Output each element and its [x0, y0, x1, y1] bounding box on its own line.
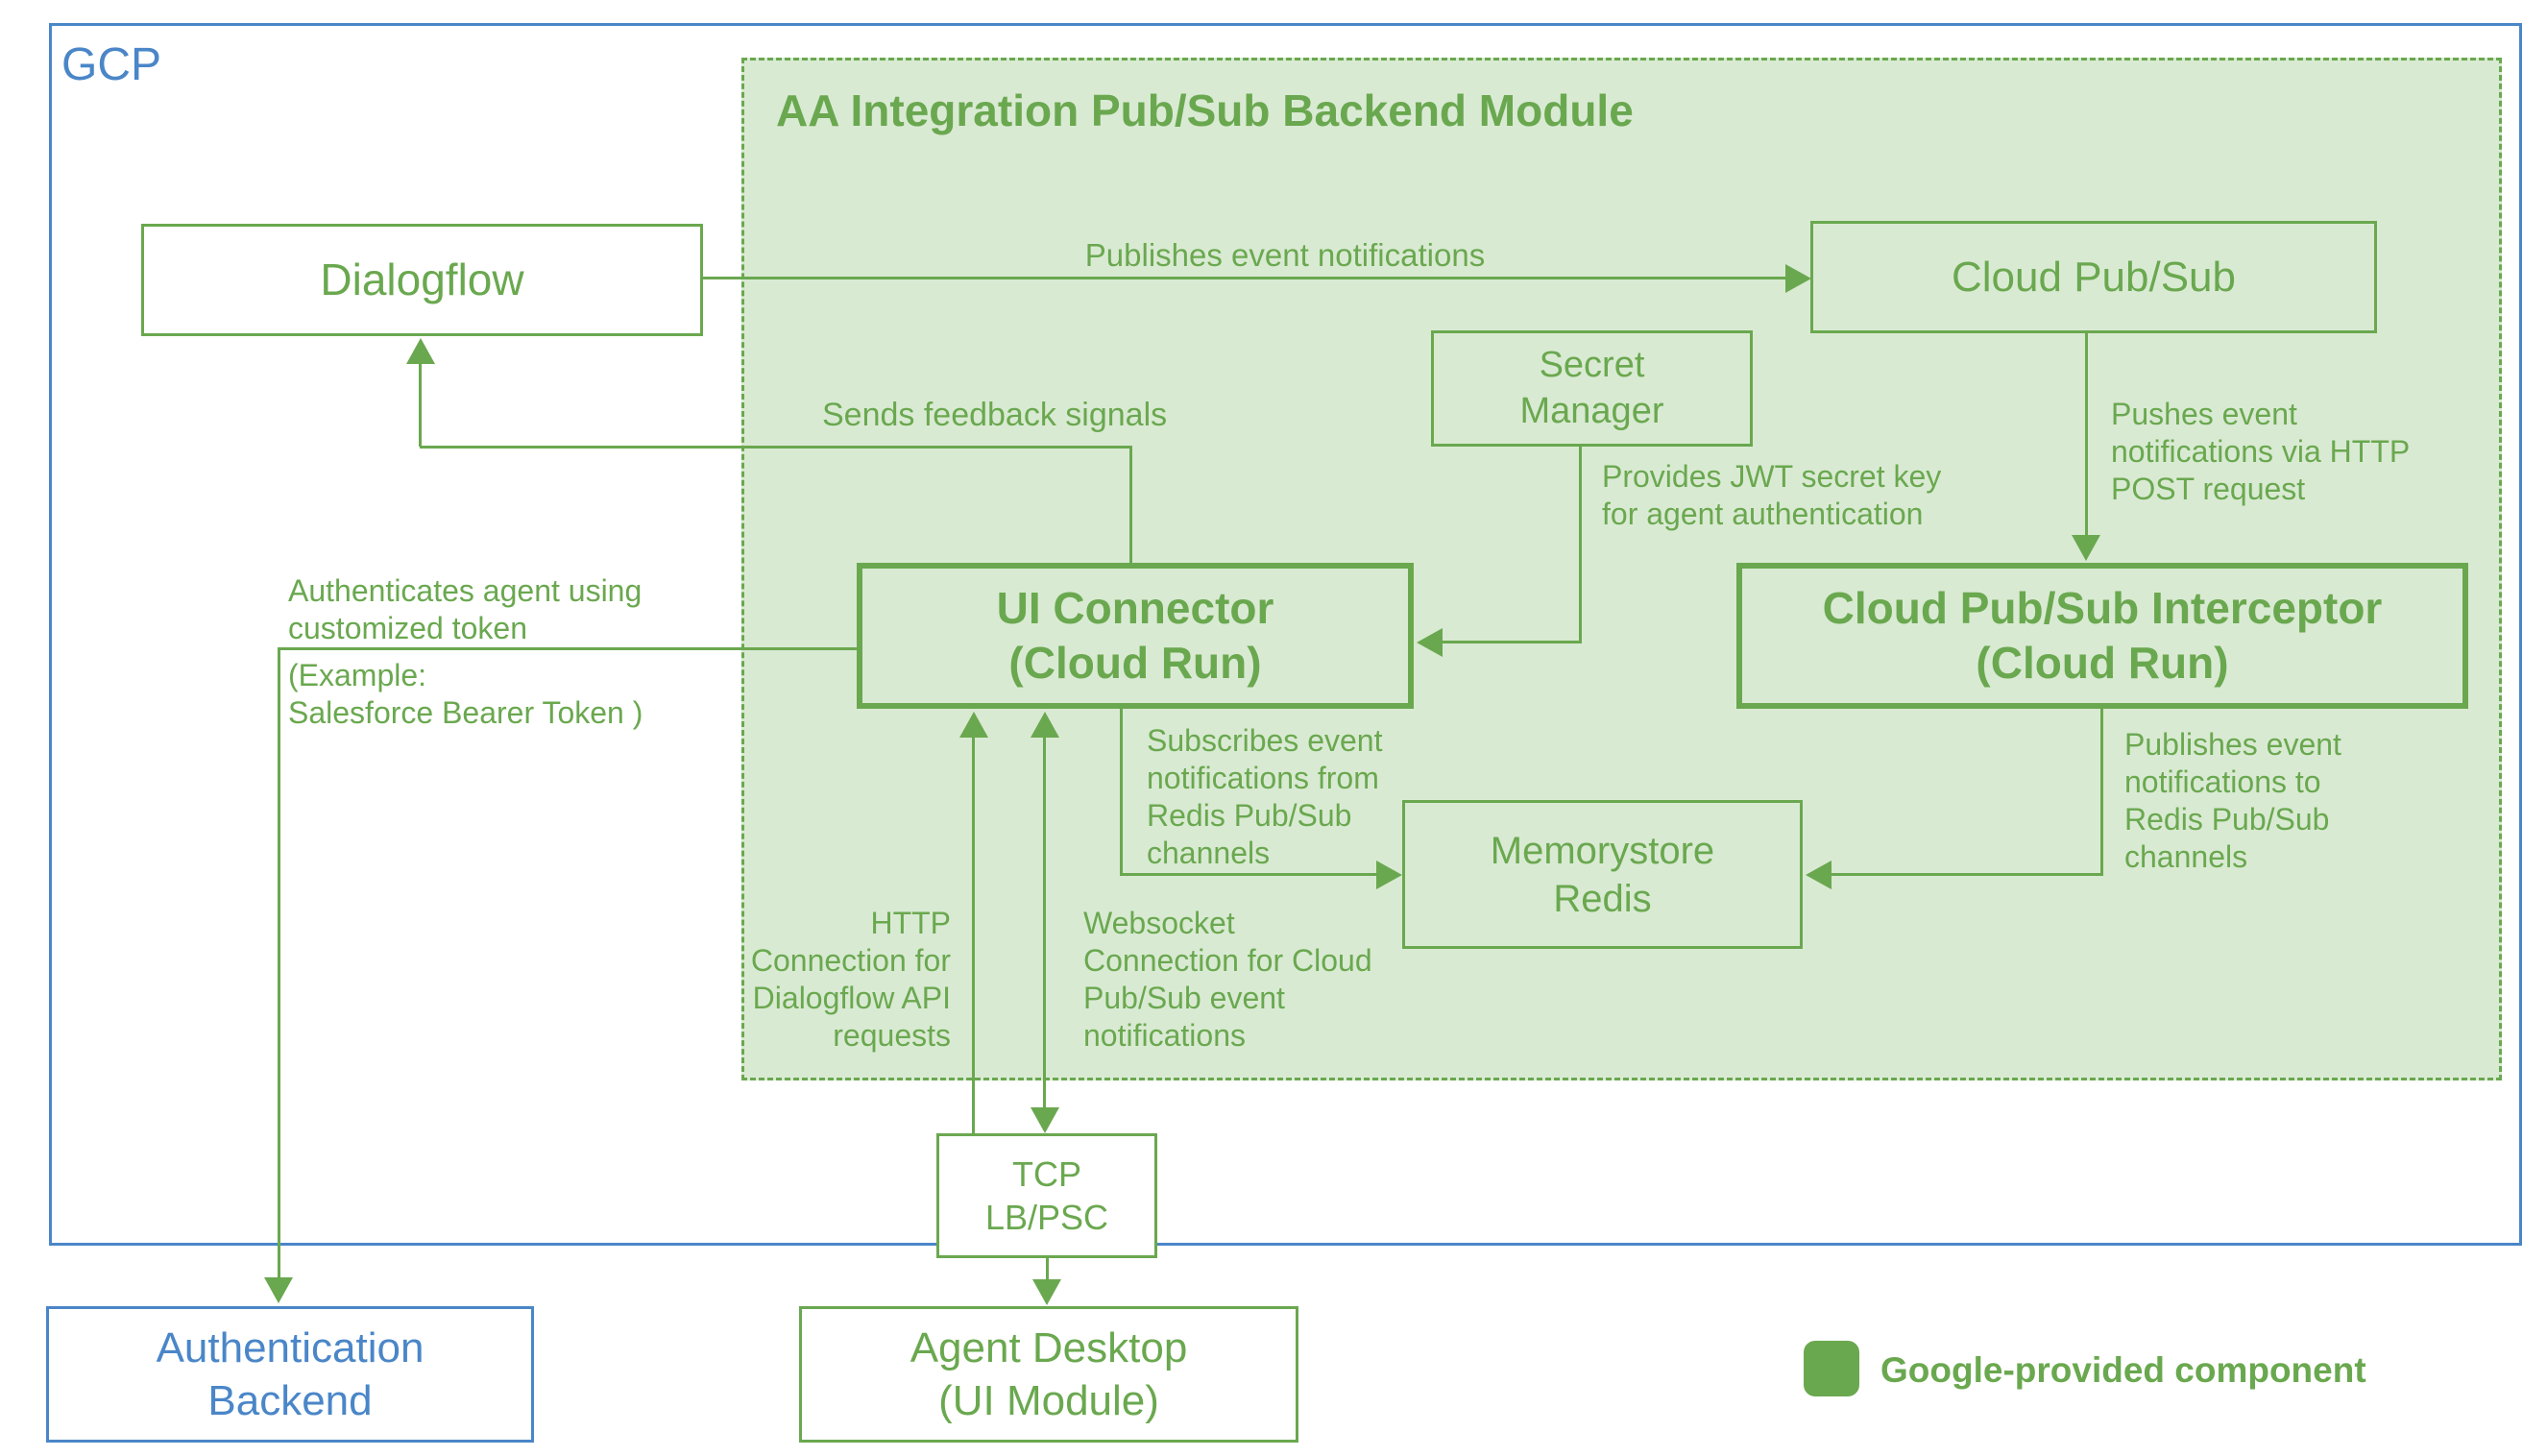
edge-pushes-label: Pushes event notifications via HTTP POST… [2111, 397, 2411, 507]
edge-websocket-line [1043, 736, 1046, 1110]
arrow-down-icon [1032, 1279, 1061, 1305]
edge-feedback-line-h [420, 446, 1132, 449]
edge-publishes-event-line [703, 277, 1790, 279]
arrow-right-icon [1785, 264, 1811, 293]
edge-feedback-line-v2 [419, 362, 422, 447]
edge-subscribes-line-h [1121, 873, 1378, 876]
edge-http-label: HTTP Connection for Dialogflow API reque… [750, 906, 951, 1054]
arrow-up-icon [959, 712, 988, 738]
node-tcp-lb-psc: TCP LB/PSC [936, 1133, 1157, 1258]
edge-publishes-event-label: Publishes event notifications [1084, 237, 1486, 273]
edge-auth-line-v [278, 647, 280, 1279]
arrow-left-icon [1417, 628, 1443, 657]
node-cloud-pubsub: Cloud Pub/Sub [1810, 221, 2377, 333]
edge-auth-line-h [279, 647, 857, 650]
edge-auth-label-bottom: (Example: Salesforce Bearer Token ) [288, 658, 643, 731]
gcp-label: GCP [61, 39, 162, 90]
edge-subscribes-line-v [1120, 709, 1123, 876]
node-memorystore-redis: Memorystore Redis [1402, 800, 1803, 949]
arrow-right-icon [1376, 861, 1402, 889]
edge-websocket-label: Websocket Connection for Cloud Pub/Sub e… [1083, 906, 1372, 1054]
edge-feedback-label: Sends feedback signals [822, 397, 1168, 433]
module-title: AA Integration Pub/Sub Backend Module [776, 85, 1634, 135]
edge-pushes-line [2085, 333, 2088, 537]
arrow-up-icon [1031, 712, 1059, 738]
edge-tcp-agent-line [1046, 1258, 1049, 1281]
edge-jwt-line-h [1441, 641, 1582, 643]
edge-publishes-redis-line-v [2100, 709, 2103, 876]
arrow-down-icon [1031, 1107, 1059, 1133]
arrow-down-icon [2072, 535, 2100, 561]
edge-feedback-line-v1 [1129, 446, 1132, 565]
gcp-boundary [49, 23, 2522, 1246]
node-cloud-pubsub-interceptor: Cloud Pub/Sub Interceptor (Cloud Run) [1736, 563, 2468, 709]
node-dialogflow: Dialogflow [141, 224, 703, 336]
google-provided-swatch-icon [1804, 1341, 1859, 1396]
legend-label: Google-provided component [1880, 1350, 2366, 1390]
node-agent-desktop: Agent Desktop (UI Module) [799, 1306, 1298, 1443]
arrow-up-icon [406, 338, 435, 364]
edge-http-line [972, 736, 975, 1133]
edge-jwt-label: Provides JWT secret key for agent authen… [1602, 459, 1942, 532]
edge-subscribes-label: Subscribes event notifications from Redi… [1147, 723, 1383, 871]
edge-publishes-redis-line-h [1830, 873, 2103, 876]
edge-publishes-redis-label: Publishes event notifications to Redis P… [2124, 727, 2341, 875]
node-secret-manager: Secret Manager [1431, 330, 1753, 447]
edge-jwt-line-v [1579, 447, 1582, 643]
node-ui-connector: UI Connector (Cloud Run) [857, 563, 1414, 709]
node-authentication-backend: Authentication Backend [46, 1306, 534, 1443]
edge-auth-label-top: Authenticates agent using customized tok… [288, 573, 643, 646]
arrow-left-icon [1806, 861, 1831, 889]
arrow-down-icon [264, 1277, 293, 1303]
